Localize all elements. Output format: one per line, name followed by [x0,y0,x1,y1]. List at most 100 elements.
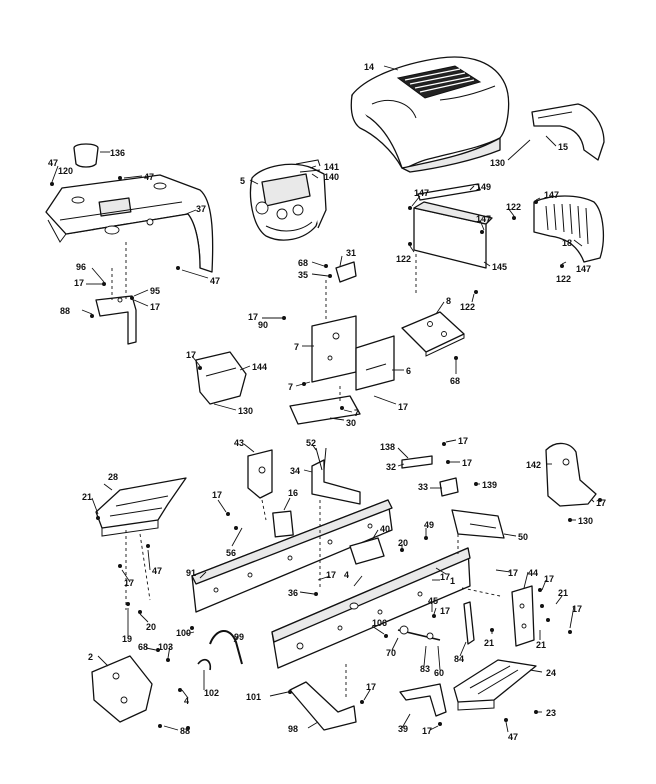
callout-19: 19 [122,634,132,644]
callout-17: 17 [422,726,432,736]
callout-147: 147 [544,190,559,200]
callout-49: 49 [424,520,434,530]
hood-grille [396,65,482,99]
firewall-part-7 [311,315,357,383]
callout-136: 136 [110,148,125,158]
frame-rail-part-91 [191,499,393,613]
cross-bracket-part-52 [311,447,361,505]
callout-2: 2 [88,652,93,662]
callout-37: 37 [196,204,206,214]
callout-17: 17 [462,458,472,468]
callout-32: 32 [386,462,396,472]
bracket-part-142 [545,442,597,507]
callout-142: 142 [526,460,541,470]
callout-labels: 14 136 47 47 120 37 47 5 141 140 15 130 … [48,62,606,742]
callout-17: 17 [440,572,450,582]
bracket-part-144 [195,351,247,405]
callout-7: 7 [354,408,359,418]
callout-101: 101 [246,692,261,702]
callout-23: 23 [546,708,556,718]
callout-120: 120 [58,166,73,176]
callout-17: 17 [150,302,160,312]
callout-144: 144 [252,362,267,372]
callout-138: 138 [380,442,395,452]
callout-31: 31 [346,248,356,258]
callout-17: 17 [124,578,134,588]
dash-panel-part-37 [45,174,214,273]
callout-88: 88 [60,306,70,316]
support-bracket-part-88 [95,295,137,345]
callout-8: 8 [446,296,451,306]
callout-83: 83 [420,664,430,674]
callout-21: 21 [484,638,494,648]
callout-34: 34 [290,466,300,476]
callout-28: 28 [108,472,118,482]
callout-17: 17 [596,498,606,508]
callout-47: 47 [144,172,154,182]
callout-88: 88 [180,726,190,736]
control-console-part-5 [249,163,327,241]
callout-39: 39 [398,724,408,734]
callout-47: 47 [508,732,518,742]
callout-15: 15 [558,142,568,152]
callout-98: 98 [288,724,298,734]
grille-panel-part-145 [413,201,493,269]
footrest-part-24 [453,659,537,711]
callout-4: 4 [344,570,349,580]
callout-21: 21 [82,492,92,502]
callout-43: 43 [234,438,244,448]
callout-130: 130 [490,158,505,168]
callout-17: 17 [74,278,84,288]
callout-20: 20 [146,622,156,632]
callout-17: 17 [248,312,258,322]
callout-36: 36 [288,588,298,598]
rear-grille-part-18 [533,195,605,263]
callout-17: 17 [440,606,450,616]
plate-part-2 [91,655,153,723]
callout-122: 122 [556,274,571,284]
callout-17: 17 [572,604,582,614]
callout-5: 5 [240,176,245,186]
callout-47: 47 [48,158,58,168]
callout-17: 17 [508,568,518,578]
callout-44: 44 [528,568,538,578]
callout-68: 68 [450,376,460,386]
callout-30: 30 [346,418,356,428]
callout-17: 17 [186,350,196,360]
callout-60: 60 [434,668,444,678]
plate-part-16 [272,510,294,538]
callout-90: 90 [258,320,268,330]
callout-18: 18 [562,238,572,248]
callout-68: 68 [298,258,308,268]
callout-17: 17 [398,402,408,412]
bracket-part-40 [349,537,385,565]
callout-35: 35 [298,270,308,280]
callout-70: 70 [386,648,396,658]
fasteners [50,176,602,730]
callout-141: 141 [324,162,339,172]
bracket-part-39 [399,683,447,717]
callout-99: 99 [234,632,244,642]
callout-139: 139 [482,480,497,490]
callout-147: 147 [576,264,591,274]
linkage-part-32 [401,455,459,497]
hood-part-14 [350,56,510,173]
callout-47: 47 [210,276,220,286]
callout-17: 17 [544,574,554,584]
callout-50: 50 [518,532,528,542]
callout-7: 7 [294,342,299,352]
side-panel-part-6 [355,335,395,391]
callout-40: 40 [380,524,390,534]
callout-21: 21 [536,640,546,650]
frame-rail-part-1 [271,547,471,669]
callout-84: 84 [454,654,464,664]
callout-52: 52 [306,438,316,448]
bracket-part-43 [247,449,273,499]
callout-17: 17 [326,570,336,580]
alignment-lines [111,242,501,700]
strip-part-149 [417,183,481,201]
callout-130: 130 [238,406,253,416]
callout-16: 16 [288,488,298,498]
callout-17: 17 [458,436,468,446]
bracket-part-44 [511,585,535,647]
